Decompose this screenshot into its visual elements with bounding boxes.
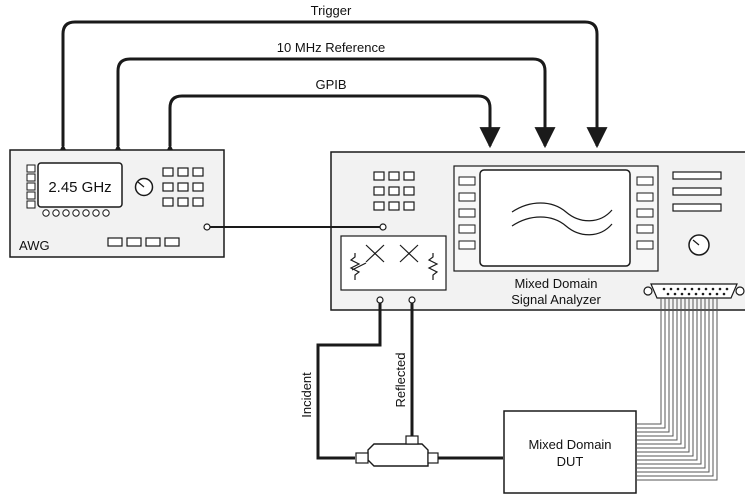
analyzer-right-softkeys <box>636 176 654 250</box>
awg-side-buttons <box>26 164 36 209</box>
awg-bottom-buttons <box>107 237 180 247</box>
dut-box: Mixed Domain DUT <box>503 410 637 494</box>
analyzer-input-port <box>379 223 387 231</box>
coupler-block <box>340 235 447 291</box>
gpib-cable <box>159 94 501 165</box>
awg-soft-keys <box>42 209 110 217</box>
awg-keypad <box>162 167 204 207</box>
trigger-cable <box>52 20 608 165</box>
reflected-port <box>408 296 416 304</box>
awg-display-value: 2.45 GHz <box>48 179 111 196</box>
reflected-label: Reflected <box>393 353 408 408</box>
dut-name-line1: Mixed Domain <box>528 437 611 452</box>
analyzer-screen <box>479 169 631 267</box>
incident-port <box>376 296 384 304</box>
analyzer-left-softkeys <box>458 176 476 250</box>
coupler-symbol <box>349 244 439 280</box>
awg-label: AWG <box>19 238 50 253</box>
incident-label: Incident <box>299 372 314 418</box>
analyzer-name-line1: Mixed Domain <box>514 276 597 291</box>
analyzer-keypad <box>373 171 415 211</box>
awg-output-port <box>203 223 211 231</box>
ribbon-cable <box>637 298 718 481</box>
analyzer-name-line2: Signal Analyzer <box>511 292 601 307</box>
dsub-connector <box>643 283 745 299</box>
reference-label: 10 MHz Reference <box>277 40 385 55</box>
signal-analyzer: Mixed Domain Signal Analyzer <box>330 151 745 311</box>
sine-wave-icon <box>511 202 613 236</box>
trigger-label: Trigger <box>311 3 352 18</box>
dut-name-line2: DUT <box>557 454 584 469</box>
incident-cable <box>316 303 382 460</box>
reference-cable <box>107 57 556 165</box>
gpib-label: GPIB <box>315 77 346 92</box>
external-coupler <box>355 435 439 467</box>
analyzer-function-bars <box>672 171 722 212</box>
awg-display <box>37 162 123 208</box>
awg-instrument: 2.45 GHz AWG <box>9 149 225 258</box>
